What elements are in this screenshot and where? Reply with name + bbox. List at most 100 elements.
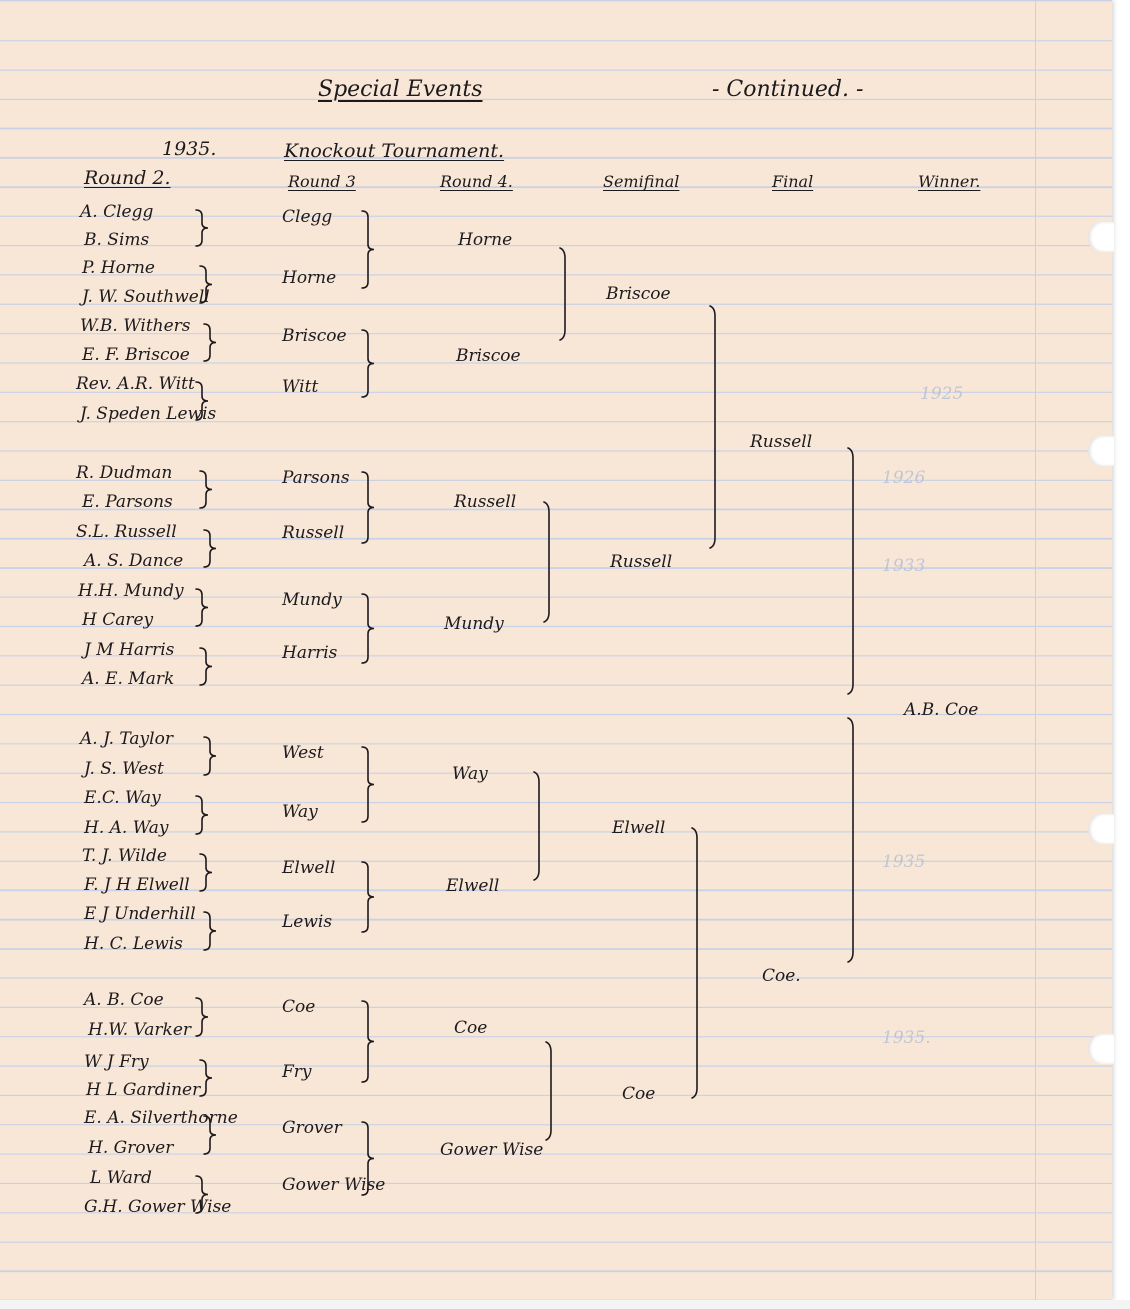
round-2-player: H Carey <box>82 610 154 630</box>
bracket-line <box>709 305 716 549</box>
page-title-suffix: - Continued. - <box>712 77 864 102</box>
punch-hole <box>1088 814 1114 844</box>
round-2-player: W.B. Withers <box>80 316 191 336</box>
header-winner: Winner. <box>918 172 981 191</box>
show-through-year: 1925 <box>920 384 964 404</box>
round-3-player: Horne <box>282 268 337 288</box>
round-2-player: S.L. Russell <box>76 522 177 542</box>
round-3-player: Gower Wise <box>282 1175 386 1195</box>
semifinal-player: Briscoe <box>606 284 671 304</box>
bracket-brace <box>199 1059 213 1097</box>
tournament-name: Knockout Tournament. <box>284 140 505 162</box>
round-2-player: A. E. Mark <box>82 669 175 689</box>
header-semifinal: Semifinal <box>603 172 680 191</box>
round-2-player: R. Dudman <box>76 463 173 483</box>
round-2-player: H. Grover <box>88 1138 174 1158</box>
round-3-player: Russell <box>282 523 345 543</box>
round-2-player: E J Underhill <box>84 904 196 924</box>
round-3-player: Witt <box>282 377 319 397</box>
round-4-player: Briscoe <box>456 346 521 366</box>
semifinal-player: Coe <box>622 1084 656 1104</box>
show-through-year: 1935 <box>882 852 926 872</box>
bracket-brace <box>195 997 209 1037</box>
final-player: Coe. <box>762 966 801 986</box>
notebook-page: 1925 1926 1933 1935 1935. Special Events… <box>0 0 1114 1300</box>
punch-hole <box>1088 222 1114 252</box>
bracket-brace <box>203 911 217 951</box>
round-4-player: Horne <box>458 230 513 250</box>
tournament-year: 1935. <box>162 138 217 160</box>
round-3-player: Mundy <box>282 590 342 610</box>
round-3-player: Way <box>282 802 318 822</box>
round-4-player: Russell <box>454 492 517 512</box>
page-title: Special Events <box>318 77 483 102</box>
bracket-brace <box>199 853 213 892</box>
round-2-player: Rev. A.R. Witt <box>76 374 195 394</box>
bracket-line <box>847 717 854 963</box>
bracket-brace <box>195 588 209 627</box>
round-2-player: T. J. Wilde <box>82 846 167 866</box>
bracket-line <box>545 1041 552 1141</box>
round-4-player: Elwell <box>446 876 500 896</box>
round-2-player: G.H. Gower Wise <box>84 1197 232 1217</box>
round-2-player: H L Gardiner <box>86 1080 201 1100</box>
bracket-brace <box>195 795 209 835</box>
round-2-player: H.W. Varker <box>88 1020 192 1040</box>
bracket-brace <box>199 647 213 686</box>
show-through-year: 1935. <box>882 1028 931 1048</box>
semifinal-player: Elwell <box>612 818 666 838</box>
semifinal-player: Russell <box>610 552 673 572</box>
round-4-player: Gower Wise <box>440 1140 544 1160</box>
round-3-player: Harris <box>282 643 338 663</box>
bracket-brace <box>361 593 375 664</box>
punch-hole <box>1088 436 1114 466</box>
bracket-brace <box>199 470 213 509</box>
round-3-player: West <box>282 743 324 763</box>
round-2-player: E. Parsons <box>82 492 173 512</box>
round-2-player: J. Speden Lewis <box>80 404 217 424</box>
bracket-brace <box>361 746 375 823</box>
round-2-player: H. A. Way <box>84 818 169 838</box>
round-3-player: Clegg <box>282 207 333 227</box>
round-3-player: Briscoe <box>282 326 347 346</box>
bracket-brace <box>203 1115 217 1155</box>
final-player: Russell <box>750 432 813 452</box>
bracket-line <box>847 447 854 695</box>
round-2-player: P. Horne <box>82 258 155 278</box>
round-2-player: H. C. Lewis <box>84 934 183 954</box>
round-2-player: E.C. Way <box>84 788 161 808</box>
bracket-line <box>559 247 566 341</box>
bracket-line <box>691 827 698 1099</box>
bracket-brace <box>361 210 375 289</box>
round-2-player: A. S. Dance <box>84 551 184 571</box>
round-4-player: Mundy <box>444 614 504 634</box>
round-2-player: E. A. Silverthorne <box>84 1108 238 1128</box>
round-3-player: Fry <box>282 1062 312 1082</box>
round-2-player: A. Clegg <box>80 202 154 222</box>
header-round-3: Round 3 <box>288 172 356 191</box>
round-3-player: Coe <box>282 997 316 1017</box>
bracket-lines <box>195 209 854 1214</box>
round-2-player: L Ward <box>90 1168 152 1188</box>
round-2-player: J. S. West <box>84 759 164 779</box>
bracket-brace <box>361 1121 375 1196</box>
bottom-bar <box>0 1300 1130 1309</box>
bracket-brace <box>361 471 375 544</box>
round-3-player: Lewis <box>282 912 333 932</box>
round-2-player: H.H. Mundy <box>78 581 184 601</box>
winner-name: A.B. Coe <box>904 700 979 720</box>
round-4-player: Coe <box>454 1018 488 1038</box>
bracket-brace <box>361 1000 375 1083</box>
header-round-4: Round 4. <box>440 172 513 191</box>
round-2-player: W J Fry <box>84 1052 149 1072</box>
round-2-player: A. B. Coe <box>84 990 164 1010</box>
header-final: Final <box>772 172 814 191</box>
round-3-player: Elwell <box>282 858 336 878</box>
round-2-player: A. J. Taylor <box>80 729 173 749</box>
bracket-brace <box>361 861 375 933</box>
show-through-year: 1933 <box>882 556 926 576</box>
bracket-brace <box>199 265 213 304</box>
round-2-player: J M Harris <box>84 640 175 660</box>
round-2-player: F. J H Elwell <box>84 875 190 895</box>
bracket-brace <box>203 323 217 362</box>
